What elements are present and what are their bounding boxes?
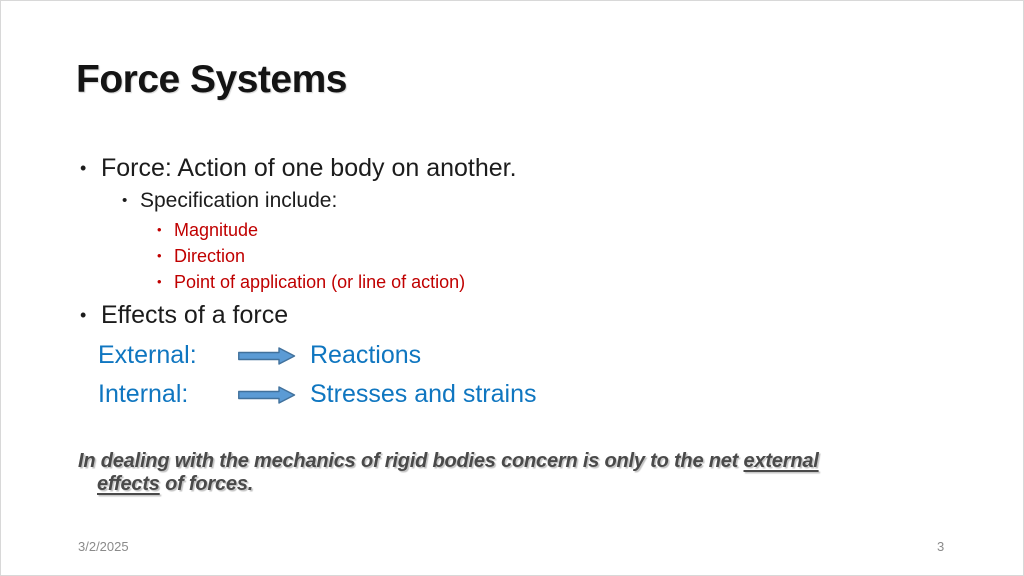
bullet-marker: • xyxy=(122,192,128,209)
note-text: In dealing with the mechanics of rigid b… xyxy=(78,450,744,472)
external-label: External: xyxy=(98,341,197,369)
bullet-line-specification: • Specification include: xyxy=(122,189,337,213)
force-line-text: Force: Action of one body on another. xyxy=(101,154,517,182)
bullet-marker: • xyxy=(157,248,162,263)
bullet-line-magnitude: • Magnitude xyxy=(157,220,258,241)
slide-number: 3 xyxy=(937,539,945,554)
bullet-marker: • xyxy=(80,158,87,178)
spec-line-text: Specification include: xyxy=(140,189,338,212)
slide-date: 3/2/2025 xyxy=(78,539,129,554)
bullet-line-effects: • Effects of a force xyxy=(80,301,288,330)
spec-item-text: Point of application (or line of action) xyxy=(174,272,466,292)
bullet-line-direction: • Direction xyxy=(157,246,245,267)
internal-result: Stresses and strains xyxy=(310,380,537,408)
bullet-line-force: • Force: Action of one body on another. xyxy=(80,154,517,183)
note-underlined-word: external xyxy=(743,450,819,472)
right-arrow-icon xyxy=(238,386,296,404)
note-line-1: In dealing with the mechanics of rigid b… xyxy=(78,450,819,473)
spec-item-text: Direction xyxy=(174,246,246,266)
effects-line-text: Effects of a force xyxy=(101,301,289,329)
note-text: of forces. xyxy=(159,473,254,495)
bullet-marker: • xyxy=(80,305,87,325)
right-arrow-icon xyxy=(238,347,296,365)
internal-label: Internal: xyxy=(98,380,189,408)
bullet-marker: • xyxy=(157,274,162,289)
note-line-2: effects of forces. xyxy=(97,473,253,496)
bullet-line-point-of-application: • Point of application (or line of action… xyxy=(157,272,465,293)
note-underlined-word: effects xyxy=(97,473,160,495)
bullet-marker: • xyxy=(157,222,162,237)
external-result: Reactions xyxy=(310,341,422,369)
spec-item-text: Magnitude xyxy=(174,220,259,240)
slide-title: Force Systems xyxy=(76,58,347,101)
